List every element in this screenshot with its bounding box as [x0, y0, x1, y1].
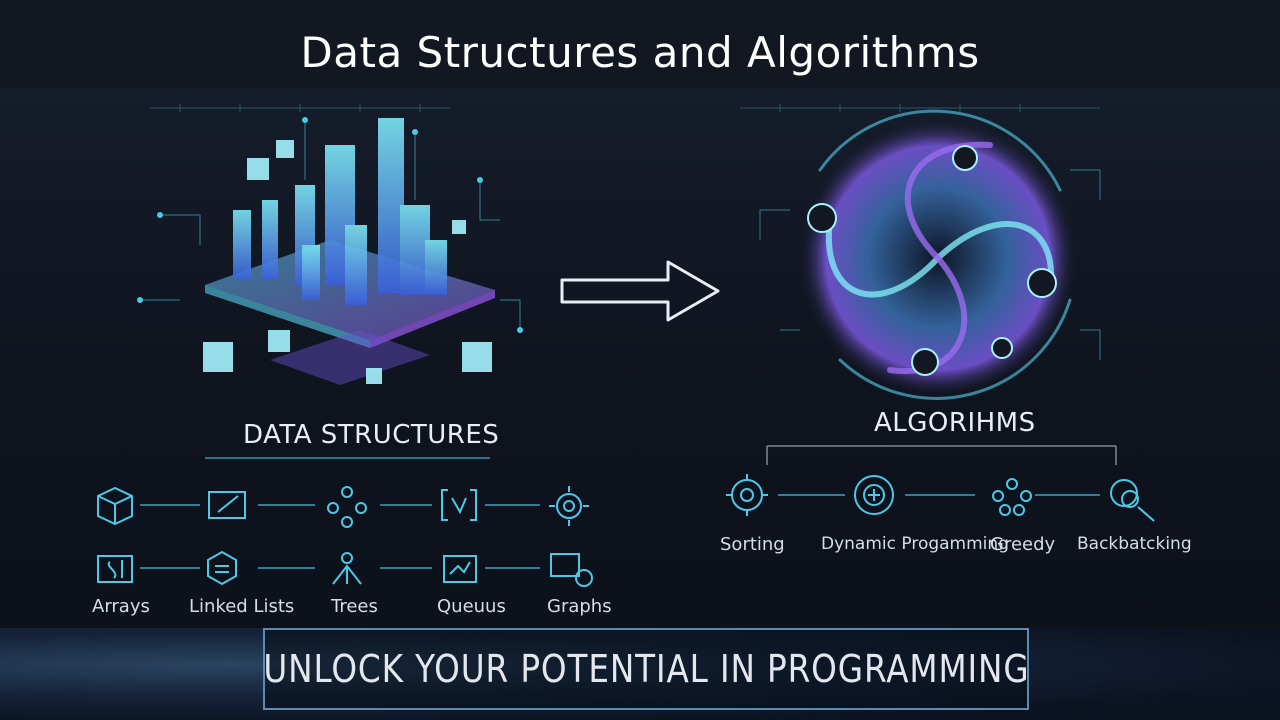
gear-node: [991, 337, 1013, 359]
page-title: Data Structures and Algorithms: [300, 28, 980, 77]
cube-icon: [97, 486, 133, 526]
cta-banner: UNLOCK YOUR POTENTIAL IN PROGRAMMING: [263, 628, 1029, 710]
target-icon: [854, 475, 894, 515]
data-structures-illustration: [137, 117, 523, 385]
array-icon: [97, 555, 133, 583]
tower: [425, 240, 447, 295]
bracket-icon: [441, 489, 477, 521]
ds-label-queues: Queuus: [437, 596, 506, 617]
swirl-arm: [887, 255, 968, 375]
platform-side: [370, 290, 495, 348]
graph-icon: [550, 553, 593, 587]
floating-cube: [462, 342, 492, 372]
floating-cube: [247, 158, 269, 180]
lower-platform: [270, 330, 430, 385]
ds-label-arrays: Arrays: [92, 596, 150, 617]
banner-text: UNLOCK YOUR POTENTIAL IN PROGRAMMING: [262, 647, 1030, 691]
swirl-arm: [825, 217, 941, 298]
ruler-left: [150, 104, 450, 112]
ds-label-linked-lists: Linked Lists: [189, 596, 295, 617]
algorithms-illustration: [759, 109, 1101, 400]
arrow-right-icon: [560, 260, 720, 322]
algorithms-bracket: [766, 445, 1117, 465]
pencil-icon: [208, 491, 246, 519]
linked-list-icon: [207, 550, 237, 586]
magnifier-icon: [1110, 479, 1155, 522]
tower: [345, 225, 367, 305]
nodes-icon: [327, 486, 367, 528]
alg-label-sorting: Sorting: [720, 534, 785, 555]
gear-node: [807, 203, 837, 233]
tree-icon: [332, 552, 362, 585]
data-structures-heading: DATA STRUCTURES: [243, 420, 500, 450]
queue-icon: [443, 555, 477, 583]
swirl-arm: [935, 221, 1055, 293]
floating-cube: [366, 368, 382, 384]
ruler-right: [740, 104, 1100, 112]
ds-label-trees: Trees: [331, 596, 378, 617]
gear-node: [952, 145, 978, 171]
alg-label-greedy: Greedy: [990, 534, 1056, 555]
floating-cube: [276, 140, 294, 158]
floating-cube: [268, 330, 290, 352]
gear-network-icon: [549, 486, 589, 526]
tower: [302, 245, 320, 300]
alg-label-backtracking: Backbatcking: [1077, 534, 1192, 554]
gear-node: [1027, 268, 1057, 298]
platform-glow: [205, 285, 370, 348]
alg-label-dynamic-programming: Dynamic Progamming: [821, 534, 1009, 554]
floating-cube: [452, 220, 466, 234]
outer-ring: [818, 109, 1062, 192]
floating-cube: [203, 342, 233, 372]
molecule-icon: [992, 478, 1032, 516]
tower: [233, 210, 251, 280]
outer-ring: [838, 298, 1072, 400]
tower: [378, 118, 404, 293]
tower: [262, 200, 278, 280]
ds-label-graphs: Graphs: [547, 596, 612, 617]
algorithms-heading: ALGORIHMS: [874, 408, 1036, 438]
gear-icon: [726, 474, 768, 516]
gear-node: [911, 348, 939, 376]
